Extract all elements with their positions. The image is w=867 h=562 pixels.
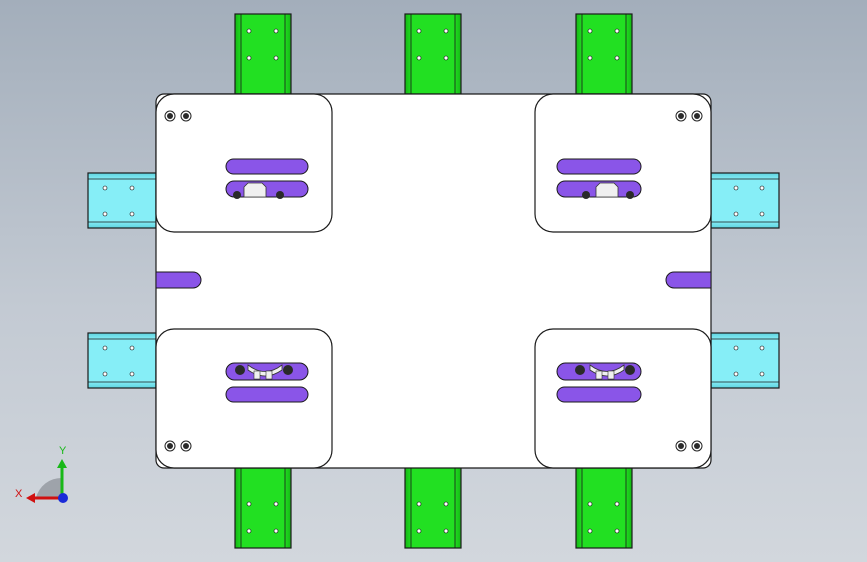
cyan-bracket-right-upper[interactable] xyxy=(710,172,780,229)
slot-group-bottom-left[interactable] xyxy=(225,362,309,403)
green-bracket-bottom-left[interactable] xyxy=(234,466,292,549)
triad-y-label: Y xyxy=(59,445,67,457)
side-slot-left[interactable] xyxy=(155,271,202,289)
green-bracket-top-center[interactable] xyxy=(404,13,462,95)
screw-pair-bottom-left xyxy=(164,440,192,452)
slot-group-top-left[interactable] xyxy=(225,158,309,199)
green-bracket-bottom-right[interactable] xyxy=(575,466,633,549)
coordinate-triad-icon xyxy=(26,459,68,503)
screw-pair-top-left xyxy=(164,110,192,122)
screw-pair-bottom-right xyxy=(675,440,703,452)
green-bracket-top-right[interactable] xyxy=(575,13,633,95)
slot-group-top-right[interactable] xyxy=(556,158,642,199)
side-slot-right[interactable] xyxy=(665,271,712,289)
triad-x-label: X xyxy=(15,488,23,500)
cyan-bracket-left-upper[interactable] xyxy=(87,172,157,229)
green-bracket-bottom-center[interactable] xyxy=(404,466,462,549)
cyan-bracket-left-lower[interactable] xyxy=(87,332,157,389)
screw-pair-top-right xyxy=(675,110,703,122)
slot-group-bottom-right[interactable] xyxy=(556,362,642,403)
cyan-bracket-right-lower[interactable] xyxy=(710,332,780,389)
green-bracket-top-left[interactable] xyxy=(234,13,292,95)
